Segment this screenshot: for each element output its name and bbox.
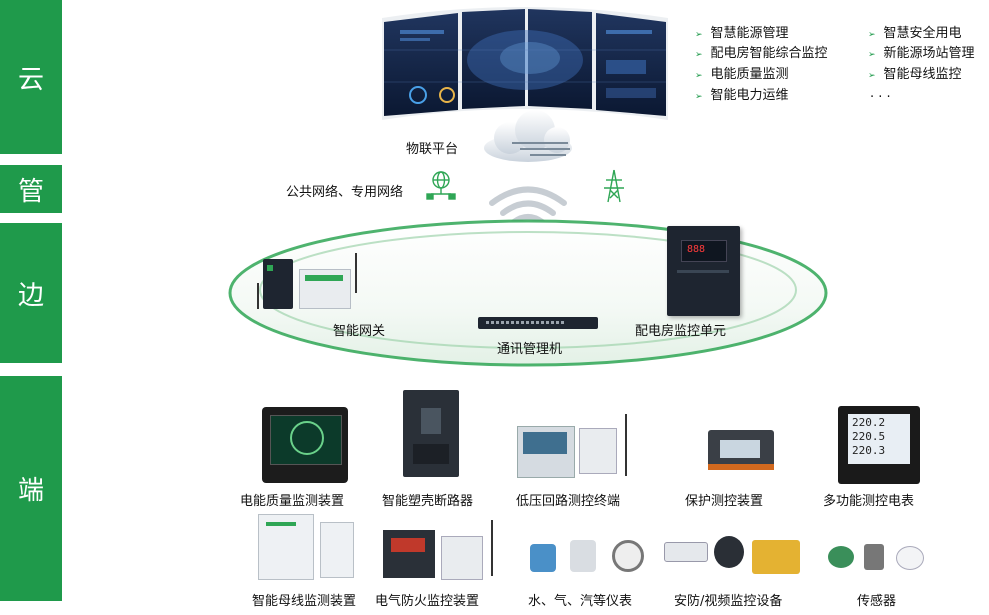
unit-display-digits: 888: [687, 244, 706, 255]
feature-item: ➢智慧能源管理: [695, 26, 789, 41]
feature-item: ➢智能电力运维: [695, 88, 789, 103]
power-tower-icon: [604, 169, 624, 203]
arrow-icon: ➢: [695, 30, 703, 40]
feature-item: ➢配电房智能综合监控: [695, 46, 828, 61]
feature-ellipsis: . . .: [870, 86, 891, 101]
smart-gateway-device: [255, 253, 365, 313]
arrow-icon: ➢: [868, 30, 876, 40]
platform-label: 物联平台: [406, 142, 459, 157]
feature-item: ➢电能质量监测: [695, 67, 789, 82]
terminal-label: 低压回路测控终端: [516, 494, 621, 509]
terminal-label: 电气防火监控装置: [375, 594, 480, 609]
sidebar-tab-terminal: 端: [0, 376, 62, 601]
arrow-icon: ➢: [695, 92, 703, 102]
video-wall: [384, 9, 666, 116]
terminal-label: 电能质量监测装置: [240, 494, 345, 509]
terminal-label: 保护测控装置: [685, 494, 764, 509]
arrow-icon: ➢: [868, 71, 876, 81]
feature-item: ➢智能母线监控: [868, 67, 962, 82]
arrow-icon: ➢: [695, 71, 703, 81]
gateway-label: 智能网关: [333, 324, 386, 339]
fire-protection-monitor-device: [383, 520, 503, 582]
feature-item: ➢新能源场站管理: [868, 46, 975, 61]
meter-reading: 220.5: [852, 430, 886, 443]
comm-manager-label: 通讯管理机: [497, 342, 563, 357]
arrow-icon: ➢: [868, 50, 876, 60]
terminal-label: 智能母线监测装置: [252, 594, 357, 609]
meter-reading: 220.2: [852, 416, 886, 429]
wifi-signal-icon: [489, 186, 567, 225]
power-quality-monitor-device: [262, 407, 348, 483]
molded-case-breaker-device: [403, 390, 459, 477]
sidebar-tab-cloud: 云: [0, 0, 62, 154]
multifunction-meter-device: 220.2 220.5 220.3: [838, 406, 920, 484]
protection-control-device: [708, 430, 774, 470]
terminal-label: 多功能测控电表: [823, 494, 915, 509]
network-globe-icon: [426, 171, 456, 200]
terminal-label: 水、气、汽等仪表: [528, 594, 633, 609]
terminal-label: 智能塑壳断路器: [382, 494, 474, 509]
arrow-icon: ➢: [695, 50, 703, 60]
busbar-monitor-device: [258, 514, 358, 580]
room-monitor-unit-device: 888: [667, 226, 740, 316]
low-voltage-terminal-device: [517, 414, 641, 478]
cloud-icon: [484, 110, 572, 162]
terminal-label: 安防/视频监控设备: [674, 594, 783, 609]
room-unit-label: 配电房监控单元: [635, 324, 727, 339]
utility-meters-device: [530, 538, 644, 576]
sidebar-tab-pipe: 管: [0, 165, 62, 213]
sidebar-tab-edge: 边: [0, 223, 62, 363]
comm-manager-device: [478, 317, 598, 329]
meter-reading: 220.3: [852, 444, 886, 457]
sensors-device: [828, 544, 928, 572]
terminal-label: 传感器: [857, 594, 897, 609]
feature-item: ➢智慧安全用电: [868, 26, 962, 41]
network-label: 公共网络、专用网络: [286, 185, 404, 200]
security-video-device: [664, 536, 804, 580]
